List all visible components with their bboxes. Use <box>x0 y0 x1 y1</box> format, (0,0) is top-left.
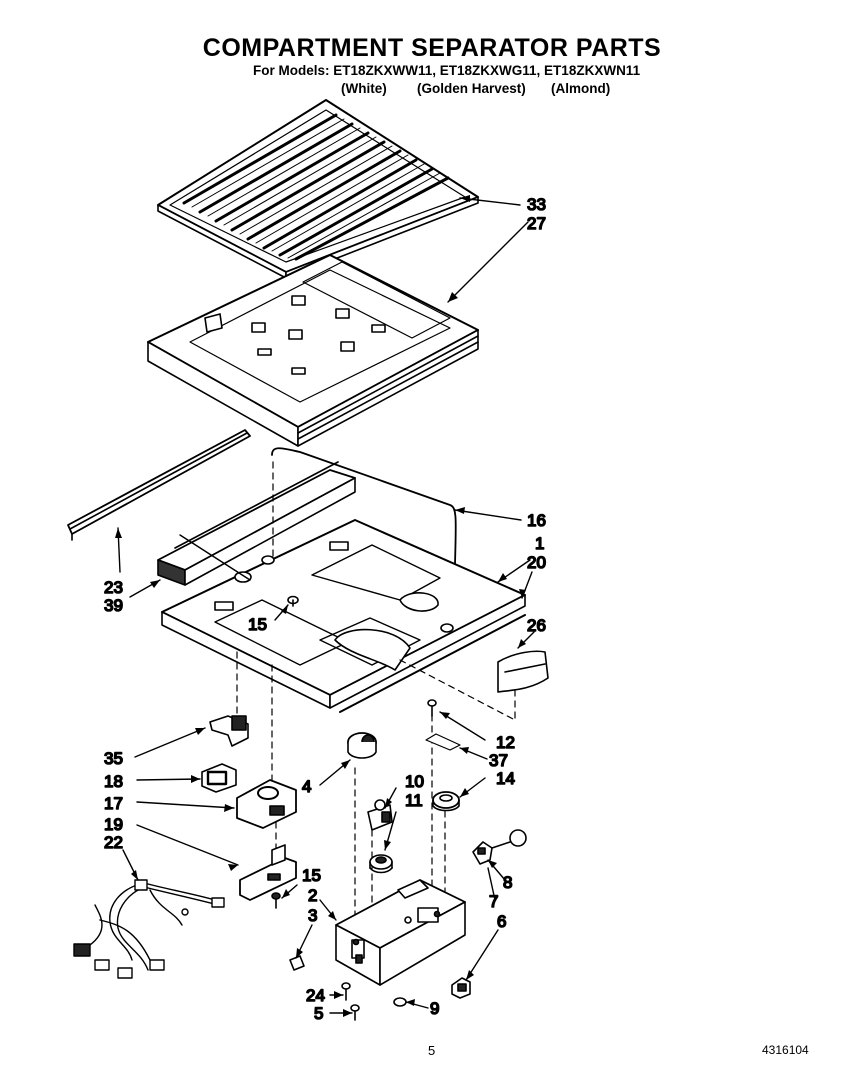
document-number: 4316104 <box>762 1043 809 1057</box>
control-knob-part-35 <box>209 715 249 747</box>
bezel-part-18 <box>201 763 237 793</box>
grommet-part-14 <box>432 791 460 812</box>
callout-17: 17 <box>104 794 123 813</box>
housing-part-17 <box>236 779 297 829</box>
heater-wire-part-16 <box>271 447 457 623</box>
callout-1: 1 <box>535 534 544 553</box>
callout-6: 6 <box>497 912 506 931</box>
callout-35: 35 <box>104 749 123 768</box>
page-title: COMPARTMENT SEPARATOR PARTS <box>202 34 662 62</box>
screw-part-5 <box>350 1004 360 1021</box>
callout-37: 37 <box>489 751 508 770</box>
callout-15-bottom: 15 <box>302 866 321 885</box>
callout-22: 22 <box>104 833 123 852</box>
strip-part-23 <box>67 429 251 541</box>
callout-24: 24 <box>306 986 325 1005</box>
callout-7: 7 <box>489 892 498 911</box>
washer-part-9 <box>393 997 407 1007</box>
frame-part-27 <box>147 254 479 447</box>
connector-part-6 <box>451 977 471 999</box>
callout-19: 19 <box>104 815 123 834</box>
callout-5: 5 <box>314 1004 323 1023</box>
rod-part-20 <box>339 614 526 713</box>
callout-4: 4 <box>302 777 311 796</box>
callout-39: 39 <box>104 596 123 615</box>
light-housing-part-2 <box>335 879 466 986</box>
knob-part-11 <box>369 854 393 874</box>
socket-part-7 <box>472 841 493 865</box>
color-white: (White) <box>341 81 387 96</box>
callout-23: 23 <box>104 578 123 597</box>
bulb-part-8 <box>491 829 527 849</box>
callout-26: 26 <box>527 616 546 635</box>
separator-pan-part-1 <box>161 519 526 709</box>
grille-part-33 <box>157 99 479 279</box>
callout-12: 12 <box>496 733 515 752</box>
callout-16: 16 <box>527 511 546 530</box>
thermostat-part-10 <box>367 799 393 831</box>
leader-arrowheads <box>115 195 526 1017</box>
callout-14: 14 <box>496 769 515 788</box>
tape-part-26 <box>497 650 549 693</box>
callout-27: 27 <box>527 214 546 233</box>
screw-part-15a <box>287 595 299 607</box>
callout-3: 3 <box>308 906 317 925</box>
screw-part-15b <box>271 892 281 909</box>
callout-11: 11 <box>405 791 423 810</box>
damper-part-4 <box>347 732 377 759</box>
screw-part-12 <box>427 699 437 717</box>
callout-18: 18 <box>104 772 123 791</box>
callout-20: 20 <box>527 553 546 572</box>
page-number: 5 <box>428 1043 436 1058</box>
wiring-harness-part-22 <box>73 879 225 979</box>
clip-part-37 <box>425 733 461 751</box>
callout-15-top: 15 <box>248 615 267 634</box>
callout-10: 10 <box>405 772 424 791</box>
color-almond: (Almond) <box>551 81 611 96</box>
callout-8: 8 <box>503 873 512 892</box>
callout-33: 33 <box>527 195 546 214</box>
callout-2: 2 <box>308 886 317 905</box>
channel-part-39 <box>157 461 356 586</box>
bracket-part-19 <box>239 844 297 901</box>
callout-9: 9 <box>430 999 439 1018</box>
screw-part-24 <box>341 982 351 1001</box>
models-line: For Models: ET18ZKXWW11, ET18ZKXWG11, ET… <box>253 63 641 78</box>
clip-part-3 <box>289 955 305 971</box>
color-golden-harvest: (Golden Harvest) <box>417 81 526 96</box>
